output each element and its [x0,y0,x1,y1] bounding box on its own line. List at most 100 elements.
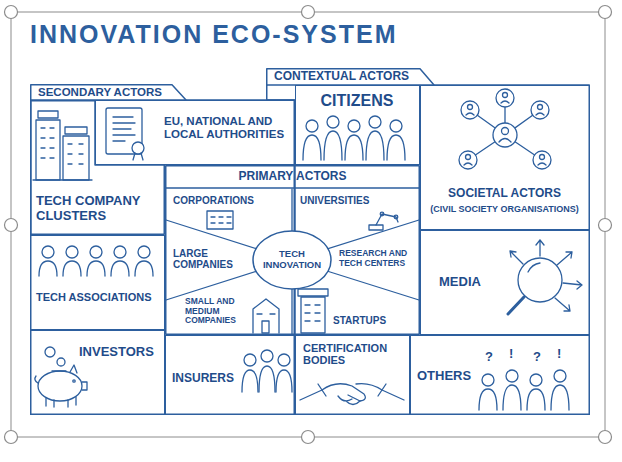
building-icon [63,136,89,180]
people-group [554,370,566,382]
text-holder: SECONDARY ACTORS [38,86,162,99]
people-group [259,366,275,392]
group-heading: SECONDARY ACTORS [38,86,162,99]
actor-cell: INVESTORS [30,330,165,415]
text-holder: ! [509,347,513,362]
selection-frame [302,6,315,19]
people-group [390,120,402,132]
selection-frame [5,219,18,232]
magnifier-icon [555,298,570,311]
text-holder: LARGE COMPANIES [173,248,248,270]
network-icon [496,89,514,107]
magnifier-icon [510,251,523,264]
selection-frame [5,431,18,444]
text-holder: CONTEXTUAL ACTORS [274,70,409,83]
people-group [306,120,318,132]
building-icon [253,299,279,333]
people-group [530,374,542,386]
network-icon [459,89,551,169]
annotation-mark: ? [485,350,493,365]
building-icon [36,120,60,180]
people-group [503,385,521,410]
actor-sublabel: (CIVIL SOCIETY ORGANISATIONS) [423,204,586,214]
piggy-bank-icon [70,365,77,373]
magnifier-icon [563,281,582,289]
network-icon [503,93,508,98]
magnifier-icon [528,263,540,272]
building-icon [65,127,87,134]
text-holder: ? [485,350,493,365]
actor-label: TECH COMPANY CLUSTERS [36,194,162,223]
people-group [551,385,569,410]
selection-frame [599,431,612,444]
handshake-icon [338,396,360,405]
people-group [527,389,545,410]
text-holder: (CIVIL SOCIETY ORGANISATIONS) [423,204,586,214]
piggy-bank-icon [73,380,75,382]
selection-frame [11,12,605,437]
text-holder: SOCIETAL ACTORS [423,187,586,200]
network-icon [459,89,551,169]
handshake-icon [356,384,382,390]
handshake-icon [378,384,404,400]
people-group [303,135,321,160]
piggy-bank-icon [35,376,38,383]
selection-frame [5,6,18,19]
text-holder: OTHERS [417,369,475,384]
actor-label: INVESTORS [79,345,163,360]
network-icon [536,113,544,115]
people-group [135,261,153,276]
primary-actors-box: PRIMARY ACTORSCORPORATIONSUNIVERSITIESLA… [165,165,420,335]
building-icon [33,111,92,180]
piggy-bank-icon [45,347,55,357]
selection-frame [302,431,315,444]
building-icon [257,313,275,314]
text-holder: STARTUPS [333,315,403,326]
people-group [479,389,497,410]
building-icon [262,321,269,333]
text-holder: UNIVERSITIES [300,195,390,206]
people-group [369,116,381,128]
magnifier-icon [508,297,524,314]
robot-arm-icon [369,212,398,230]
document-icon [106,108,144,160]
robot-arm-icon [380,212,384,216]
building-icon [38,111,58,118]
actor-cell: INSURERS [165,335,295,415]
magnifier-icon [557,252,572,265]
node-outline [253,231,331,289]
people-group [42,246,54,258]
building-icon [298,289,328,296]
actor-cell: SOCIETAL ACTORS (CIVIL SOCIETY ORGANISATI… [420,85,590,230]
people-group [39,261,57,276]
people-group [114,246,126,258]
group-heading: CONTEXTUAL ACTORS [274,70,409,83]
network-icon [540,155,545,160]
people-group [261,350,273,362]
people-group [366,131,384,160]
people-group [348,120,360,132]
core-label: TECH INNOVATION [257,249,327,270]
people-group [242,350,292,392]
text-holder: PRIMARY ACTORS [165,170,420,183]
actor-label: MEDIA [439,275,489,290]
people-group [276,370,292,392]
people-group [387,135,405,160]
people-group [138,246,150,258]
annotation-mark: ? [533,350,541,365]
annotation-mark: ! [557,347,561,362]
sector-label: LARGE COMPANIES [173,248,248,270]
magnifier-icon [518,258,562,302]
actor-label: CERTIFICATION BODIES [303,342,403,367]
sector-label: STARTUPS [333,315,403,326]
text-holder: INSURERS [172,372,244,385]
text-holder: TECH INNOVATION [257,249,327,270]
selection-frame [5,6,612,444]
network-icon [533,151,551,169]
actor-label: INSURERS [172,372,244,385]
people-group [345,135,363,160]
selection-frame [599,219,612,232]
node-outline [166,166,420,335]
annotation-mark: ! [509,347,513,362]
